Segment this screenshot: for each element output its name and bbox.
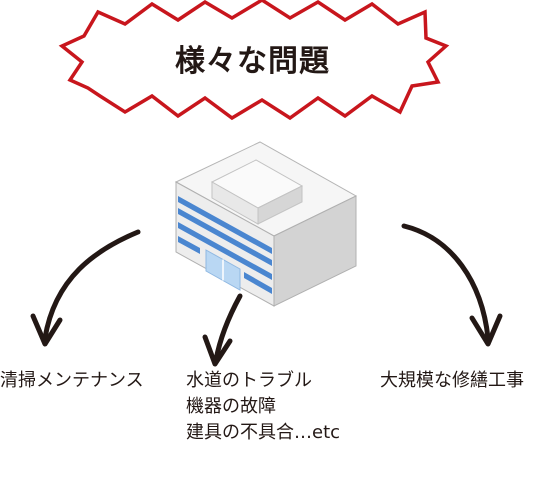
arrow-left-head [30,313,63,347]
arrow-center-head [202,334,233,367]
window-stripe-3 [178,222,272,280]
building-side-face [273,195,357,307]
window-stripe-1 [178,196,272,254]
title-burst-shape [58,0,450,121]
category-center-line-3: 建具の不具合…etc [186,422,341,443]
category-right-label: 大規模な修繕工事 [380,368,524,394]
office-building-icon [174,141,358,307]
category-center-line-2: 機器の故障 [186,396,276,417]
arrow-left [30,229,141,347]
category-left-label: 清掃メンテナンス [0,368,144,394]
category-right-line-1: 大規模な修繕工事 [380,370,524,391]
window-stripe-2 [178,208,272,266]
arrow-center [202,293,243,367]
window-stripe-4 [178,236,200,254]
roof-block-right [257,185,303,225]
arrow-right-shaft [401,223,491,341]
diagram-title: 様々な問題 [175,44,330,79]
arrow-right [401,223,503,347]
window-stripe-5 [244,272,272,294]
arrow-center-shaft [213,293,243,363]
arrow-left-shaft [42,229,141,341]
arrow-right-head [469,313,503,347]
category-center-label: 水道のトラブル 機器の故障 建具の不具合…etc [186,368,340,446]
category-left-line-1: 清掃メンテナンス [0,370,144,391]
category-center-line-1: 水道のトラブル [186,370,312,391]
